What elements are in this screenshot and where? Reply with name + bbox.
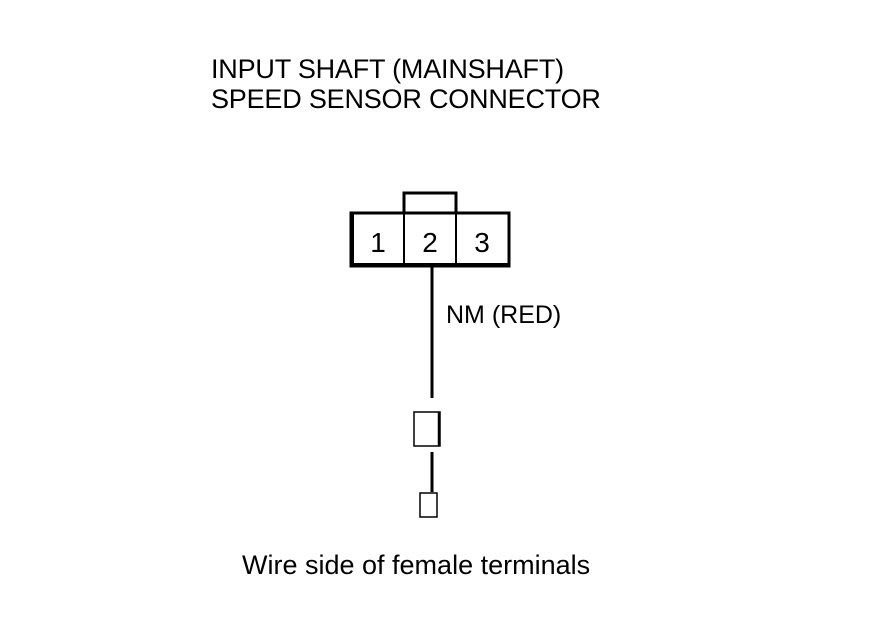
terminal-upper xyxy=(413,411,441,447)
title-line-1: INPUT SHAFT (MAINSHAFT) xyxy=(211,54,564,84)
pin-3-label: 3 xyxy=(474,227,490,258)
diagram-caption: Wire side of female terminals xyxy=(242,550,591,580)
diagram-title: INPUT SHAFT (MAINSHAFT) SPEED SENSOR CON… xyxy=(211,54,601,114)
pin-2-label: 2 xyxy=(422,227,438,258)
pin-1-label: 1 xyxy=(370,227,386,258)
wire-color-label: NM (RED) xyxy=(446,301,562,329)
connector-lock-tab xyxy=(402,191,458,212)
terminal-lower xyxy=(419,492,438,518)
title-line-2: SPEED SENSOR CONNECTOR xyxy=(211,84,601,114)
